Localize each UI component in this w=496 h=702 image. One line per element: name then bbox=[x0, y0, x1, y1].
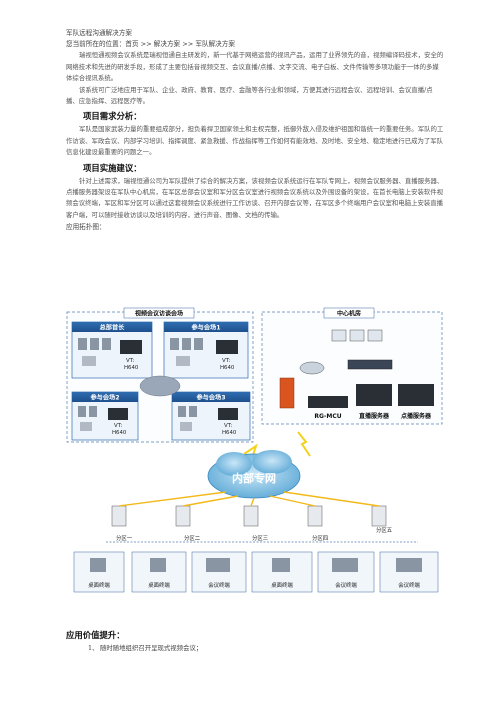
section-title-implementation: 项目实施建议： bbox=[83, 162, 142, 173]
district-2: 分区二 bbox=[184, 534, 201, 542]
vt-label-1: VT: bbox=[222, 358, 230, 364]
requirements-text: 军队是国家武装力量的重要组成部分，担负着捍卫国家领土和主权完整，抵御外敌入侵及维… bbox=[66, 125, 444, 157]
terminal-label-4: 桌面终端 bbox=[271, 581, 293, 589]
terminal-label-6: 会议终端 bbox=[398, 581, 420, 589]
breadcrumb: 您当前所在的位置：首页 >> 解决方案 >> 军队解决方案 bbox=[66, 40, 235, 49]
terminal-boxes bbox=[73, 551, 439, 593]
doc-title: 军队远程沟通解决方案 bbox=[66, 29, 132, 37]
site-label-2: 参与会场2 bbox=[90, 394, 119, 402]
list-item-text: 随时随地组织召开呈现式视频会议； bbox=[100, 644, 203, 652]
vt-label-2: VT: bbox=[114, 423, 122, 429]
site-label-3: 参与会场3 bbox=[196, 394, 225, 402]
section-title-requirements: 项目需求分析： bbox=[83, 111, 142, 122]
vod-server-icon bbox=[398, 384, 434, 406]
vt-device-icons bbox=[108, 340, 238, 420]
document-body: 军队远程沟通解决方案 您当前所在的位置：首页 >> 解决方案 >> 军队解决方案… bbox=[66, 28, 444, 233]
district-switch-icons bbox=[111, 505, 387, 527]
vt-model-2: H640 bbox=[112, 430, 127, 436]
vt-model-hq: H640 bbox=[124, 365, 139, 371]
site-equipment-icons bbox=[78, 338, 203, 431]
firewall-icon bbox=[279, 377, 295, 409]
vt-model-3: H640 bbox=[222, 430, 237, 436]
intro-paragraph-2: 该系统可广泛地应用于军队、企业、政府、教育、医疗、金融等各行业和领域，方便其进行… bbox=[66, 85, 433, 106]
link-bolt-icon-2 bbox=[297, 431, 311, 457]
site-label-hq: 总部首长 bbox=[100, 324, 126, 332]
router-icon bbox=[299, 361, 325, 375]
server-label-live: 直播服务器 bbox=[359, 412, 390, 420]
center-title: 中心机房 bbox=[337, 310, 361, 318]
topology-diagram: 视频会议访谈会场 总部首长 参与会场1 参与会场2 参与会场3 VT: H640… bbox=[66, 306, 444, 614]
topology-label: 应用拓扑图： bbox=[66, 223, 106, 232]
venue-title: 视频会议访谈会场 bbox=[135, 310, 183, 318]
mcu-server-icon bbox=[308, 396, 348, 408]
terminal-label-2: 桌面终端 bbox=[148, 581, 170, 589]
terminal-icons bbox=[90, 558, 422, 572]
network-label: 内部专网 bbox=[232, 471, 276, 485]
monitor-icons bbox=[331, 329, 383, 342]
terminal-label-1: 桌面终端 bbox=[88, 581, 110, 589]
network-links bbox=[118, 491, 380, 507]
terminal-label-5: 会议终端 bbox=[335, 581, 357, 589]
server-label-vod: 点播服务器 bbox=[401, 412, 432, 420]
intro-paragraph-1: 瑞视恒通视频会议系统是瑞视恒通自主研发的，新一代基于网络运营的视讯产品，运用了业… bbox=[66, 51, 444, 83]
section-title-value: 应用价值提升： bbox=[66, 630, 125, 640]
server-label-mcu: RG-MCU bbox=[314, 413, 341, 420]
district-3: 分区三 bbox=[252, 534, 269, 542]
list-item-number: 1、 bbox=[88, 644, 99, 652]
district-4: 分区四 bbox=[312, 534, 328, 542]
value-section: 应用价值提升： 1、随时随地组织召开呈现式视频会议； bbox=[66, 626, 444, 652]
vt-label-hq: VT: bbox=[126, 358, 134, 364]
district-5: 分区五 bbox=[376, 526, 393, 534]
vt-model-1: H640 bbox=[220, 365, 235, 371]
implementation-text: 针对上述需求，瑞视恒通公司为军队提供了综合的解决方案，该视频会议系统运行在军队专… bbox=[66, 176, 444, 219]
venue-cloud-icon bbox=[139, 375, 181, 397]
site-label-1: 参与会场1 bbox=[191, 324, 220, 332]
list-item: 1、随时随地组织召开呈现式视频会议； bbox=[88, 643, 444, 652]
vt-label-3: VT: bbox=[224, 423, 232, 429]
switch-icon bbox=[347, 359, 393, 370]
district-1: 分区一 bbox=[116, 534, 133, 542]
terminal-label-3: 会议终端 bbox=[208, 581, 230, 589]
live-server-icon bbox=[356, 384, 392, 406]
